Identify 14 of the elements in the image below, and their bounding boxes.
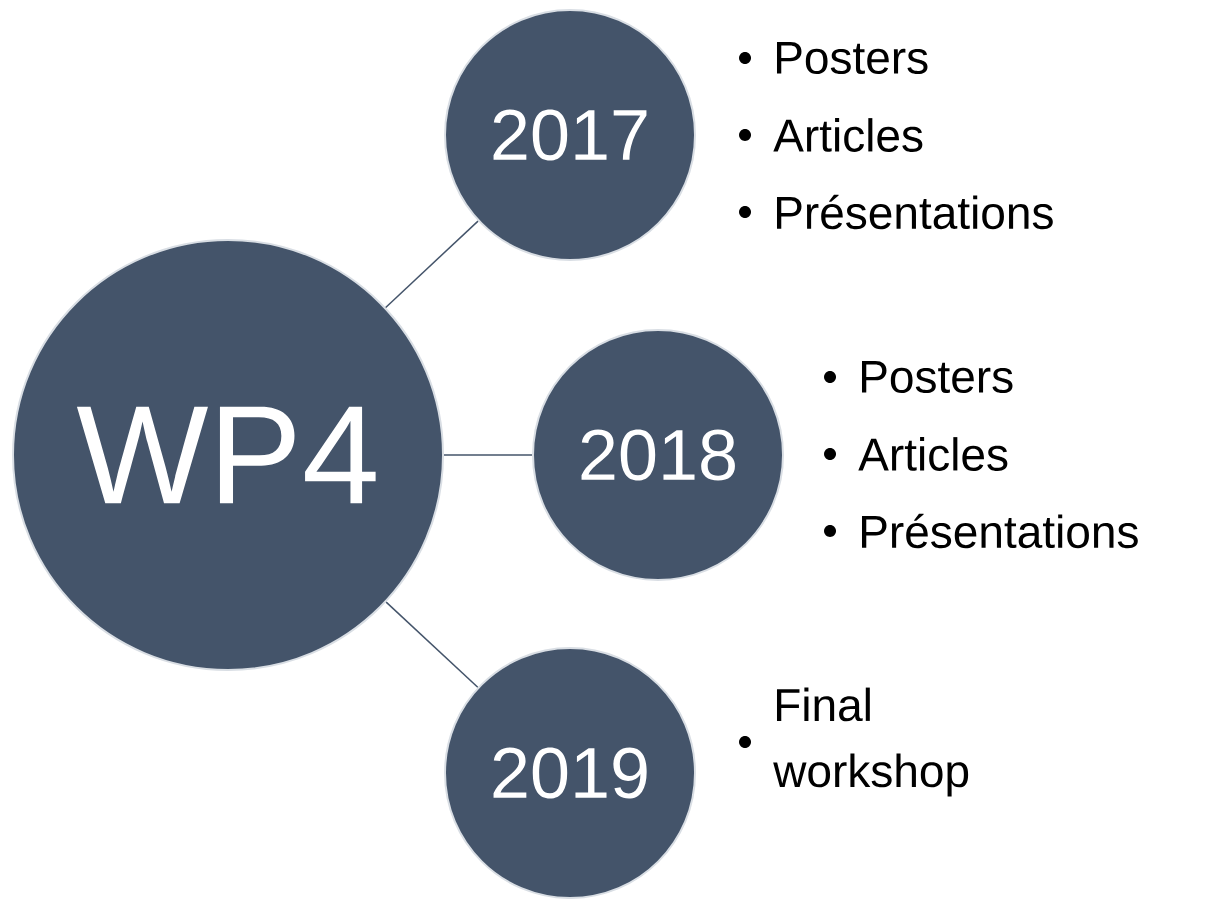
list-item: Articles [773, 118, 923, 152]
circle-node: WP4 [12, 239, 444, 671]
list-item: Posters [862, 360, 1013, 394]
connector-line [385, 601, 479, 688]
list-item: Posters [777, 41, 928, 75]
list-item: Présentations [862, 513, 1138, 549]
list-item: Présentations [777, 194, 1053, 230]
list-item: Articles [858, 437, 1008, 471]
circle-node: 2017 [444, 9, 696, 261]
list-item: Final workshop [773, 687, 969, 797]
connector-line [443, 454, 533, 456]
circle-node: 2018 [532, 329, 784, 581]
circle-node: 2019 [444, 647, 696, 899]
connector-line [384, 220, 479, 309]
